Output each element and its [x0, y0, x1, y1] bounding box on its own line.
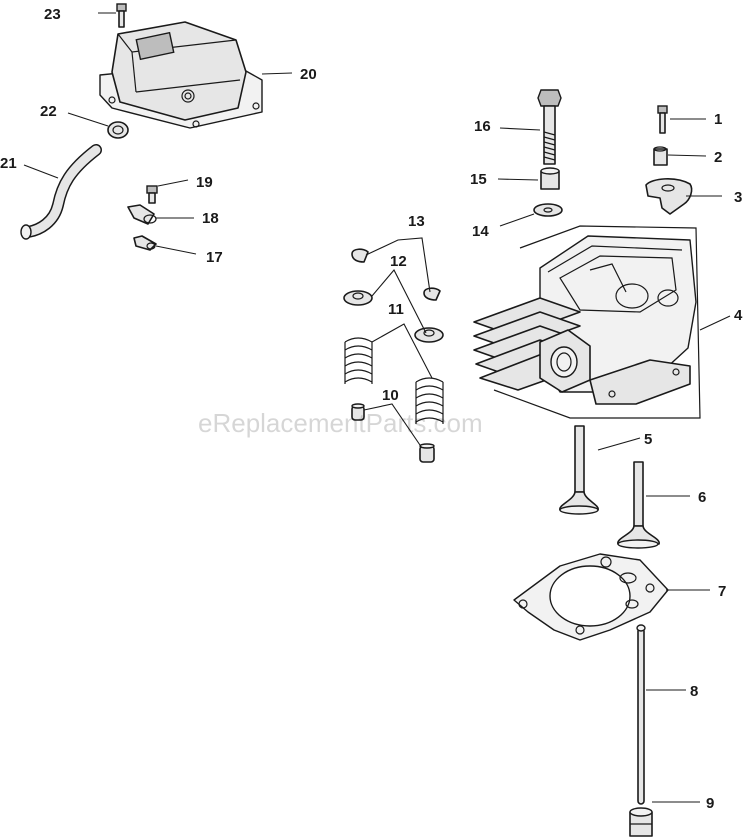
callout-4: 4	[734, 307, 743, 324]
callout-9: 9	[706, 795, 714, 812]
terminal-washer-icon[interactable]	[127, 204, 157, 225]
grommet-icon[interactable]	[107, 121, 129, 139]
push-rod-icon[interactable]	[636, 624, 646, 805]
rocker-arm-icon[interactable]	[645, 178, 693, 215]
head-gasket-icon[interactable]	[513, 553, 669, 641]
valve-cover-icon[interactable]	[99, 21, 263, 129]
callout-10: 10	[382, 387, 399, 404]
leader-lines	[23, 12, 731, 803]
callout-20: 20	[300, 66, 317, 83]
exhaust-valve-icon[interactable]	[559, 425, 599, 515]
callout-22: 22	[40, 103, 57, 120]
screw-icon[interactable]	[146, 185, 158, 204]
valve-seal-icon[interactable]	[351, 403, 435, 463]
callout-14: 14	[472, 223, 489, 240]
breather-tube-icon[interactable]	[20, 144, 102, 240]
washer-icon[interactable]	[533, 203, 563, 217]
spacer-icon[interactable]	[540, 167, 560, 190]
cylinder-head-icon[interactable]	[473, 225, 701, 419]
callout-8: 8	[690, 683, 698, 700]
head-bolt-icon[interactable]	[537, 89, 562, 165]
callout-15: 15	[470, 171, 487, 188]
rocker-bolt-icon[interactable]	[657, 105, 668, 134]
terminal-icon[interactable]	[133, 235, 157, 251]
pivot-icon[interactable]	[653, 146, 668, 166]
callout-12: 12	[390, 253, 407, 270]
callout-18: 18	[202, 210, 219, 227]
callout-6: 6	[698, 489, 706, 506]
lifter-icon[interactable]	[629, 807, 653, 837]
cover-bolt-icon[interactable]	[116, 3, 127, 28]
callout-21: 21	[0, 155, 17, 172]
callout-3: 3	[734, 189, 742, 206]
callout-7: 7	[718, 583, 726, 600]
intake-valve-icon[interactable]	[617, 461, 660, 549]
callout-17: 17	[206, 249, 223, 266]
spring-retainer-icon[interactable]	[343, 290, 444, 343]
valve-keeper-icon[interactable]	[351, 248, 441, 301]
callout-labels: 23 20 22 21 19 18 17 16 15 14 13 12 11 1…	[0, 6, 743, 812]
callout-2: 2	[714, 149, 722, 166]
watermark-text: eReplacementParts.com	[198, 408, 483, 438]
callout-1: 1	[714, 111, 722, 128]
callout-5: 5	[644, 431, 652, 448]
callout-13: 13	[408, 213, 425, 230]
callout-23: 23	[44, 6, 61, 23]
callout-16: 16	[474, 118, 491, 135]
valve-spring-icon[interactable]	[343, 337, 444, 424]
callout-19: 19	[196, 174, 213, 191]
callout-11: 11	[388, 301, 404, 318]
